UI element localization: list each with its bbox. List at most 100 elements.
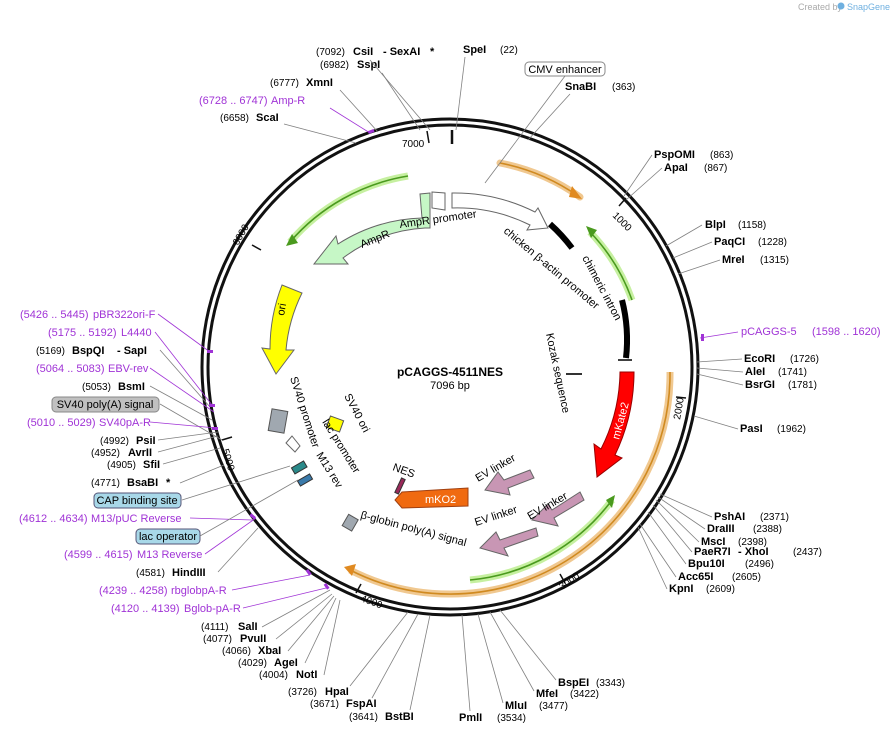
site-draiii[interactable]: DraIII (2388) <box>707 523 782 535</box>
primer-ebv-rev[interactable]: (5064 .. 5083) EBV-rev <box>36 363 149 375</box>
site-noti[interactable]: (4004) NotI <box>259 669 317 681</box>
svg-text:BspQI: BspQI <box>72 345 104 357</box>
label-nes: NES <box>391 462 416 481</box>
site-bsabi[interactable]: (4771) BsaBI * <box>91 477 171 489</box>
site-mlui[interactable]: MluI (3477) <box>505 700 568 712</box>
site-pshai[interactable]: PshAI (2371) <box>714 511 789 523</box>
site-fspai[interactable]: (3671) FspAI <box>310 698 377 710</box>
svg-text:SalI: SalI <box>238 621 258 633</box>
svg-text:BstBI: BstBI <box>385 711 414 723</box>
site-mfei[interactable]: MfeI (3422) <box>536 688 599 700</box>
lac-operator-label[interactable]: lac operator <box>135 528 201 545</box>
svg-text:Bpu10I: Bpu10I <box>688 558 725 570</box>
ev-linker-2 <box>531 491 585 527</box>
site-bsmi[interactable]: (5053) BsmI <box>82 381 145 393</box>
svg-text:PshAI: PshAI <box>714 511 745 523</box>
primer-amp-r[interactable]: (6728 .. 6747) Amp-R <box>199 95 305 107</box>
site-avrii[interactable]: (4952) AvrII <box>91 447 152 459</box>
primer-bglob-pa-r[interactable]: (4120 .. 4139) Bglob-pA-R <box>111 603 241 615</box>
svg-text:(4120 .. 4139): (4120 .. 4139) <box>111 603 180 615</box>
site-agei[interactable]: (4029) AgeI <box>238 657 298 669</box>
site-csii[interactable]: (7092) CsiI - SexAI * <box>316 46 435 58</box>
site-paqci[interactable]: PaqCI (1228) <box>714 236 787 248</box>
site-pasi[interactable]: PasI (1962) <box>740 423 806 435</box>
site-psii[interactable]: (4992) PsiI <box>100 435 156 447</box>
svg-text:(4581): (4581) <box>136 568 165 579</box>
site-bstbi[interactable]: (3641) BstBI <box>349 711 414 723</box>
right-leaders <box>623 154 744 590</box>
svg-text:- SexAI: - SexAI <box>383 46 420 58</box>
site-bspqi[interactable]: (5169) BspQI - SapI <box>36 345 147 357</box>
site-blpi[interactable]: BlpI (1158) <box>705 219 766 231</box>
svg-text:(6658): (6658) <box>220 113 249 124</box>
site-snabi[interactable]: SnaBI (363) <box>565 81 635 93</box>
brand-text: Created by <box>798 2 843 12</box>
svg-text:(1228): (1228) <box>758 237 787 248</box>
site-msci[interactable]: MscI (2398) <box>701 536 767 548</box>
svg-text:(5426 .. 5445): (5426 .. 5445) <box>20 309 89 321</box>
site-paer7i[interactable]: PaeR7I - XhoI (2437) <box>694 546 822 558</box>
ev-linker-3 <box>479 527 539 557</box>
svg-text:XbaI: XbaI <box>258 645 281 657</box>
bottom-leaders <box>349 609 557 712</box>
site-mrei[interactable]: MreI (1315) <box>722 254 789 266</box>
svg-text:MluI: MluI <box>505 700 527 712</box>
sv40-ori-box <box>325 415 345 433</box>
svg-text:(4004): (4004) <box>259 670 288 681</box>
primer-m13-reverse[interactable]: (4599 .. 4615) M13 Reverse <box>64 549 202 561</box>
label-ampr-promoter: AmpR promoter <box>399 208 478 231</box>
site-bpu10i[interactable]: Bpu10I (2496) <box>688 558 774 570</box>
svg-text:PaeR7I: PaeR7I <box>694 546 731 558</box>
tick-label-1000: 1000 <box>610 210 634 234</box>
cap-binding-label[interactable]: CAP binding site <box>93 492 182 509</box>
tick-7000 <box>426 130 430 144</box>
site-acc65i[interactable]: Acc65I (2605) <box>678 571 761 583</box>
site-sfii[interactable]: (4905) SfiI <box>107 459 160 471</box>
svg-text:(3671): (3671) <box>310 699 339 710</box>
site-ecori[interactable]: EcoRI (1726) <box>744 353 819 365</box>
svg-text:(4905): (4905) <box>107 460 136 471</box>
svg-text:PspOMI: PspOMI <box>654 149 695 161</box>
primer-rbglobpa-r[interactable]: (4239 .. 4258) rbglobpA-R <box>99 585 227 597</box>
primer-pcaggs-5[interactable]: pCAGGS-5 (1598 .. 1620) <box>741 326 881 338</box>
svg-text:M13 Reverse: M13 Reverse <box>137 549 202 561</box>
plasmid-name: pCAGGS-4511NES <box>397 365 503 379</box>
svg-text:(22): (22) <box>500 45 518 56</box>
site-scai[interactable]: (6658) ScaI <box>220 112 279 124</box>
site-bspei[interactable]: BspEI (3343) <box>558 677 625 689</box>
site-kpni[interactable]: KpnI (2609) <box>669 583 735 595</box>
primer-sv40pa-r[interactable]: (5010 .. 5029) SV40pA-R <box>27 417 151 429</box>
primer-m13puc-reverse[interactable]: (4612 .. 4634) M13/pUC Reverse <box>19 513 181 525</box>
site-apai[interactable]: ApaI (867) <box>664 162 727 174</box>
svg-text:CMV enhancer: CMV enhancer <box>528 64 602 76</box>
svg-text:(1726): (1726) <box>790 354 819 365</box>
site-xbai[interactable]: (4066) XbaI <box>222 645 281 657</box>
cap-box <box>290 460 308 475</box>
svg-text:ScaI: ScaI <box>256 112 279 124</box>
site-pvuii[interactable]: (4077) PvuII <box>203 633 266 645</box>
site-sali[interactable]: (4111) SalI <box>201 621 258 633</box>
site-bsrgi[interactable]: BsrGI (1781) <box>745 379 817 391</box>
svg-text:pBR322ori-F: pBR322ori-F <box>93 309 156 321</box>
site-hindiii[interactable]: (4581) HindIII <box>136 567 206 579</box>
primer-l4440[interactable]: (5175 .. 5192) L4440 <box>48 327 152 339</box>
primer-pbr322ori-f[interactable]: (5426 .. 5445) pBR322ori-F <box>20 309 156 321</box>
cmv-enhancer-label[interactable]: CMV enhancer <box>524 61 606 77</box>
svg-text:(3422): (3422) <box>570 689 599 700</box>
site-pspomi[interactable]: PspOMI (863) <box>654 149 733 161</box>
site-xmni[interactable]: (6777) XmnI <box>270 77 333 89</box>
svg-text:AvrII: AvrII <box>128 447 152 459</box>
svg-text:BsaBI: BsaBI <box>127 477 158 489</box>
site-hpai[interactable]: (3726) HpaI <box>288 686 349 698</box>
svg-text:FspAI: FspAI <box>346 698 377 710</box>
sv40-polya-label[interactable]: SV40 poly(A) signal <box>51 396 160 413</box>
site-pmli[interactable]: PmlI (3534) <box>459 712 526 724</box>
svg-text:ApaI: ApaI <box>664 162 688 174</box>
svg-text:(5169): (5169) <box>36 346 65 357</box>
svg-text:(4029): (4029) <box>238 658 267 669</box>
orf-arcs <box>286 159 674 598</box>
site-sspi[interactable]: (6982) SspI <box>320 59 380 71</box>
site-alei[interactable]: AleI (1741) <box>745 366 807 378</box>
site-spei[interactable]: SpeI (22) <box>463 44 518 56</box>
svg-text:(5175 .. 5192): (5175 .. 5192) <box>48 327 117 339</box>
